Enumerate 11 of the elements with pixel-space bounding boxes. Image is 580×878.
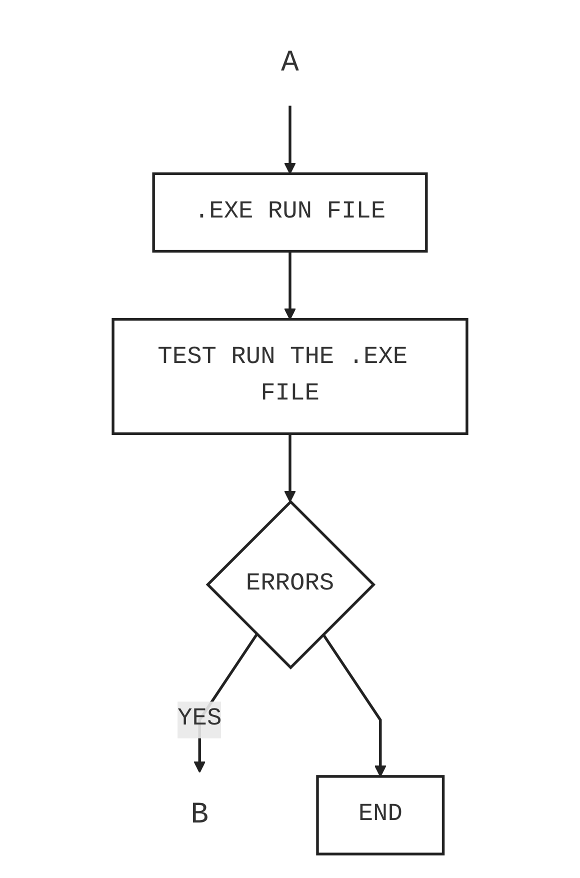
node-box: END xyxy=(316,775,445,856)
node-text: B xyxy=(190,798,209,832)
arrow xyxy=(322,634,386,777)
arrow xyxy=(284,251,296,320)
node-box: .EXE RUN FILE xyxy=(152,172,428,253)
edge-label: YES xyxy=(178,706,222,733)
arrow xyxy=(284,106,296,174)
node-text: A xyxy=(281,46,299,80)
arrow xyxy=(284,434,296,502)
node-box: TEST RUN THE .EXE FILE xyxy=(112,318,468,436)
node-diamond: ERRORS xyxy=(206,500,376,670)
